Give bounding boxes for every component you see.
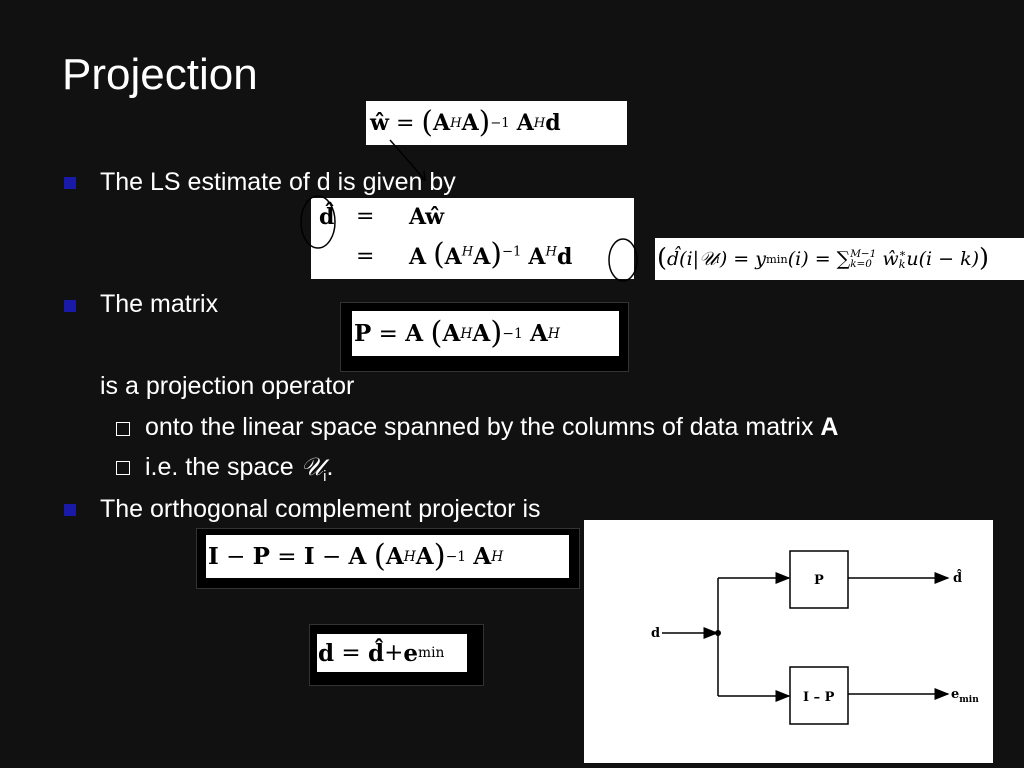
hermitian-sup: H <box>491 548 504 565</box>
bullet-marker <box>64 300 76 312</box>
eq-sign: = <box>395 110 415 136</box>
sum-lower: k=0 <box>850 258 872 270</box>
ip-block <box>789 666 849 725</box>
sub-min: min <box>765 252 788 266</box>
hermitian-sup: H <box>545 244 557 260</box>
diagram-svg: d P d̂ I – P emin <box>651 550 979 725</box>
hermitian-sup: H <box>460 325 473 342</box>
w-hat: ŵ <box>882 248 899 270</box>
sub-bullet-marker <box>116 461 130 475</box>
eq-sign: = <box>277 543 297 570</box>
space-symbol: 𝒰 <box>300 452 324 481</box>
top-output-label: d̂ <box>953 569 962 586</box>
e-symbol: e <box>951 687 959 702</box>
sub-bullet-space-ui: i.e. the space 𝒰i. <box>145 452 333 485</box>
y-term: ) = y <box>719 248 766 270</box>
minus-sign: − <box>226 543 246 570</box>
sum-upper: M−1 <box>850 247 877 260</box>
a-w-hat: Aŵ <box>409 204 445 230</box>
matrix-a: A <box>516 110 534 136</box>
hermitian-sup: H <box>450 115 462 131</box>
matrix-a: A <box>444 244 462 270</box>
highlight-ellipses <box>300 195 638 282</box>
matrix-a: A <box>473 543 492 570</box>
eq-sign: = <box>341 640 361 666</box>
hermitian-sup: H <box>461 244 474 260</box>
ip-block-label: I – P <box>803 690 835 705</box>
identity-i: I <box>303 543 315 570</box>
matrix-a: A <box>348 543 367 570</box>
hermitian-sup: H <box>547 325 560 342</box>
p-block-label: P <box>814 573 824 588</box>
d-hat: d̂ <box>368 639 385 667</box>
matrix-p: P <box>354 320 372 347</box>
space-subscript: i <box>323 468 327 485</box>
matrix-p: P <box>252 543 270 570</box>
sub-min: min <box>418 645 445 661</box>
matrix-a: A <box>385 543 404 570</box>
p-block <box>789 550 849 609</box>
projection-operator-text: is a projection operator <box>100 372 355 400</box>
sum-sign: (i) = ∑ <box>787 248 851 270</box>
d-hat-equation: d̂ = Aŵ = A (AHA)−1 AHd <box>311 198 634 279</box>
vector-d: d <box>318 639 335 667</box>
bullet-orthogonal-complement: The orthogonal complement projector is <box>100 495 541 523</box>
w-hat-symbol: ŵ <box>370 110 389 136</box>
sub-bullet-linear-space-text: onto the linear space spanned by the col… <box>145 413 821 441</box>
diagram-input-label: d <box>651 626 660 641</box>
matrix-a: A <box>473 244 491 270</box>
bullet-marker <box>64 177 76 189</box>
conj-sup: ∗ <box>898 245 907 260</box>
matrix-a: A <box>528 244 546 270</box>
identity-i: I <box>208 543 219 570</box>
bottom-output-label: emin <box>951 687 979 705</box>
d-hat-cond: d̂(i|𝒰 <box>667 248 717 270</box>
slide-title: Projection <box>62 50 258 99</box>
hermitian-sup: H <box>533 115 546 131</box>
sub-k: k <box>898 257 906 271</box>
inverse-sup: −1 <box>445 548 467 565</box>
minus-sign: − <box>321 543 342 570</box>
annotation-arrow <box>389 139 426 181</box>
vector-d: d <box>545 110 561 136</box>
bullet-ls-estimate: The LS estimate of d is given by <box>100 168 456 196</box>
vector-e: e <box>403 639 419 667</box>
hermitian-sup: H <box>403 548 416 565</box>
inverse-sup: −1 <box>490 115 510 131</box>
matrix-a-bold: A <box>820 413 839 441</box>
e-subscript: min <box>959 695 979 705</box>
matrix-a: A <box>415 543 434 570</box>
sub-i: i <box>716 252 720 266</box>
matrix-a: A <box>409 244 427 270</box>
matrix-a: A <box>461 110 479 136</box>
matrix-a: A <box>442 320 461 347</box>
d-hat-symbol: d̂ <box>319 204 335 230</box>
projection-block-diagram: d P d̂ I – P emin <box>584 520 993 763</box>
inverse-sup: −1 <box>501 244 522 260</box>
matrix-a: A <box>472 320 491 347</box>
d-hat-line2: A (AHA)−1 AHd <box>409 237 573 272</box>
vector-d: d <box>556 244 573 270</box>
sub-bullet-marker <box>116 422 130 436</box>
eq-sign: = <box>356 204 375 229</box>
inverse-sup: −1 <box>502 325 523 342</box>
sub-bullet-linear-space: onto the linear space spanned by the col… <box>145 413 838 442</box>
matrix-a: A <box>432 110 451 136</box>
u-term: u(i − k) <box>906 248 980 270</box>
sub-bullet-space-text: i.e. the space <box>145 453 301 481</box>
bullet-marker <box>64 504 76 516</box>
period: . <box>326 453 334 481</box>
matrix-a: A <box>405 320 424 347</box>
plus-sign: + <box>384 640 404 666</box>
matrix-a: A <box>530 320 548 347</box>
bullet-the-matrix: The matrix <box>100 290 219 318</box>
eq-sign: = <box>356 244 375 269</box>
eq-sign: = <box>378 320 398 347</box>
